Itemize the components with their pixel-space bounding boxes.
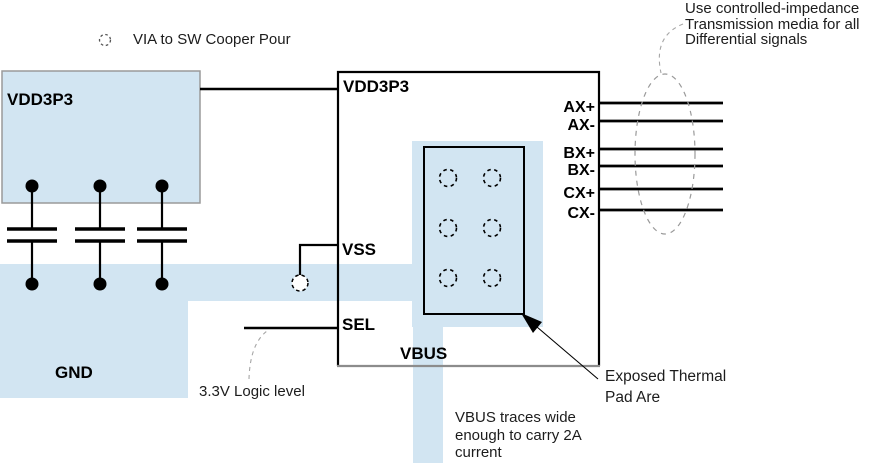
pin-label-ax-minus: AX- <box>567 117 595 134</box>
vss-wire <box>298 243 338 276</box>
pin-label-ax-plus: AX+ <box>563 99 595 116</box>
pin-label-bx-plus: BX+ <box>563 145 595 162</box>
via-legend-label: VIA to SW Cooper Pour <box>133 31 291 48</box>
differential-wires <box>600 101 723 212</box>
pin-label-cx-minus: CX- <box>567 205 595 222</box>
capacitor-plates <box>7 227 187 243</box>
gnd-pour-label: GND <box>55 363 93 382</box>
impedance-note-leader <box>658 23 684 74</box>
vdd-pour-label: VDD3P3 <box>7 90 74 109</box>
decoupling-capacitors <box>30 186 164 284</box>
logic-note-leader <box>248 330 268 380</box>
via-legend-icon <box>98 33 112 47</box>
ic-pin-vss-label: VSS <box>342 240 377 259</box>
pin-label-bx-minus: BX- <box>567 162 595 179</box>
thermal-pad <box>423 146 525 315</box>
vbus-note: VBUS traces wide enough to carry 2A curr… <box>455 409 582 461</box>
impedance-note: Use controlled-impedance Transmission me… <box>685 0 860 48</box>
differential-group-ellipse <box>634 73 696 235</box>
vss-via-icon <box>291 274 309 292</box>
ic-outline <box>336 70 601 366</box>
thermal-arrow-head <box>521 313 542 333</box>
thermal-via-icons <box>438 168 502 288</box>
thermal-arrow-line <box>536 326 599 380</box>
thermal-pour <box>412 141 543 327</box>
ic-pin-vdd-label: VDD3P3 <box>343 77 410 96</box>
thermal-pad-note: Exposed Thermal Pad Are <box>605 368 727 406</box>
logic-level-note: 3.3V Logic level <box>199 383 305 400</box>
ic-pin-vbus-label: VBUS <box>400 344 448 363</box>
pin-label-cx-plus: CX+ <box>563 185 595 202</box>
junction-dots <box>25 179 169 291</box>
vbus-trace <box>413 320 443 463</box>
ic-pin-sel-label: SEL <box>342 315 376 334</box>
